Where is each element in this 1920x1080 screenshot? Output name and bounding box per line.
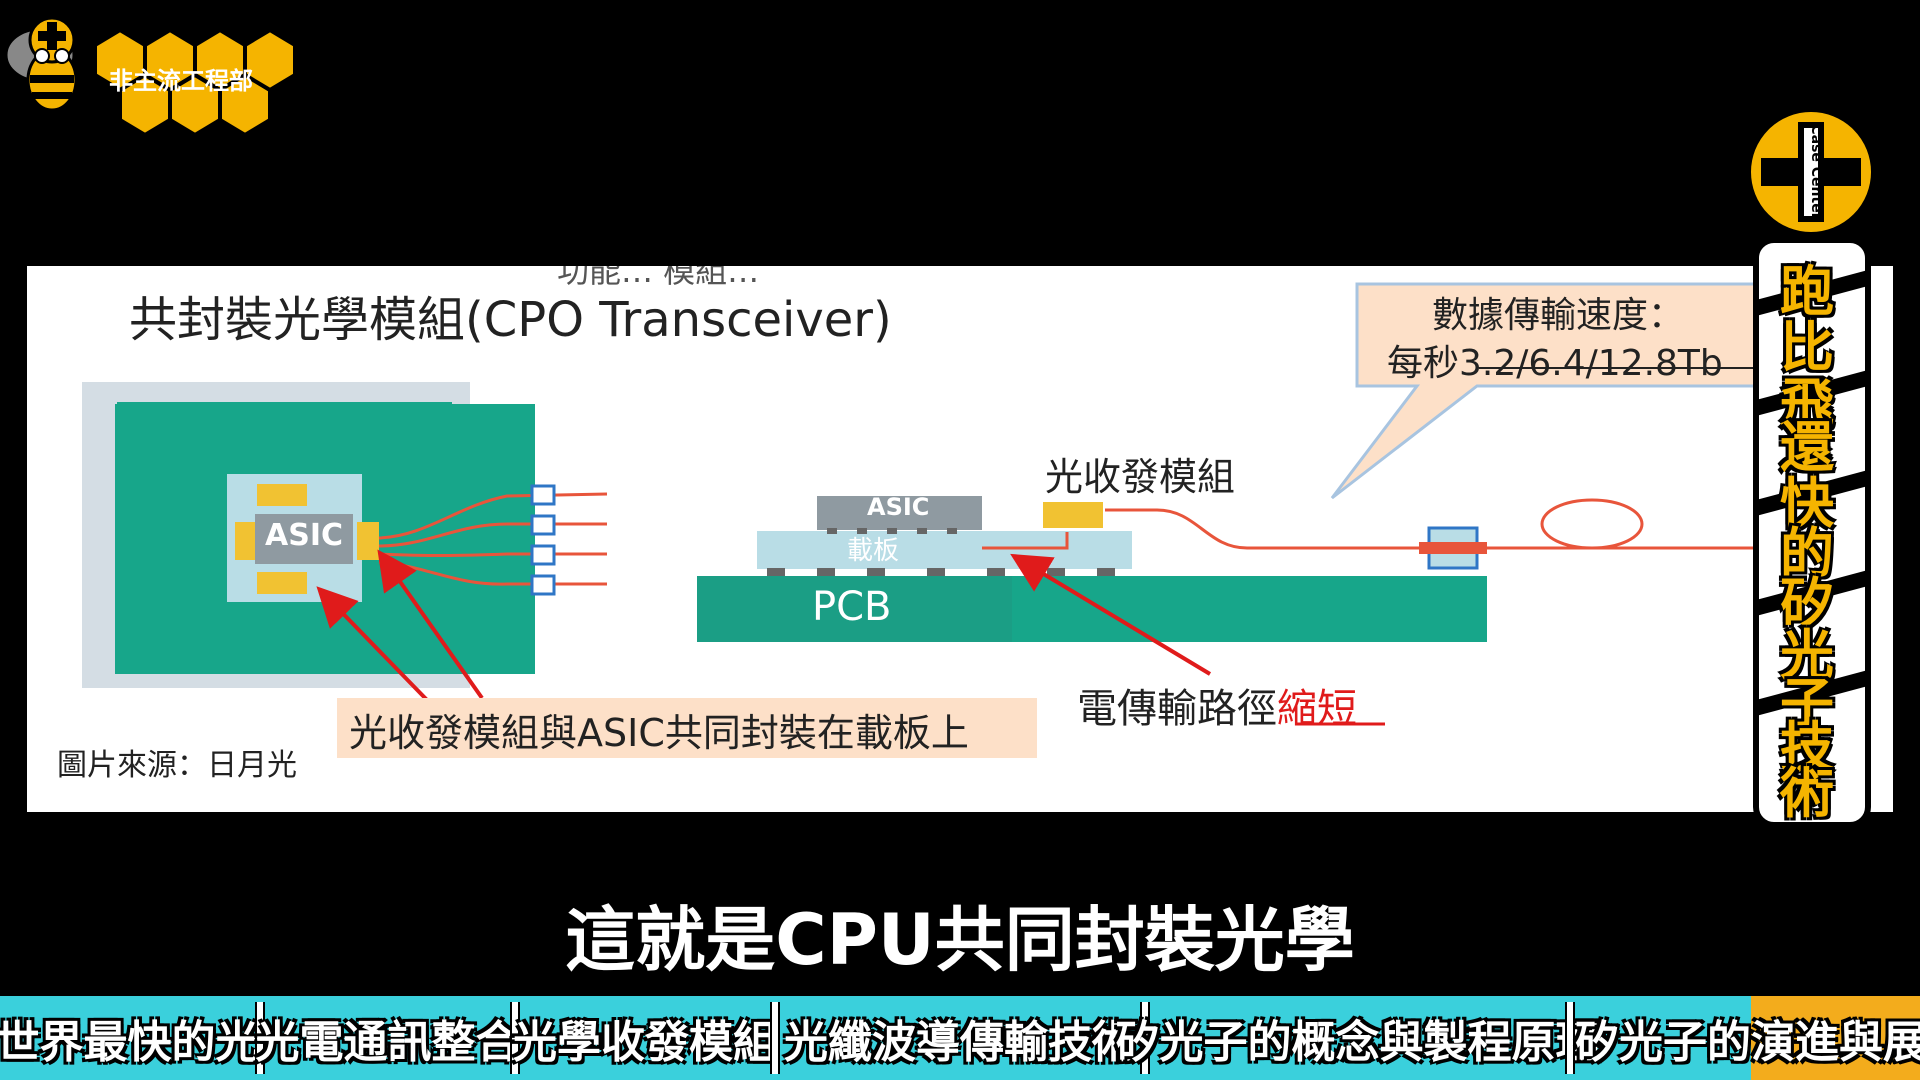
optical-module-block — [1043, 502, 1103, 528]
vertical-title-char: 子 — [1780, 672, 1834, 735]
vertical-title-char: 飛 — [1780, 372, 1834, 435]
channel-logo — [0, 0, 300, 160]
caption-right: 電傳輸路徑縮短 — [1077, 676, 1357, 734]
vertical-title-char: 術 — [1780, 762, 1834, 825]
speed-line1: 數據傳輸速度： — [1432, 295, 1685, 336]
module-label: 光收發模組 — [1045, 455, 1236, 499]
vertical-title-char: 矽 — [1780, 572, 1834, 635]
asic-label-right: ASIC — [867, 493, 930, 521]
substrate-label: 載板 — [847, 536, 900, 566]
channel-name: 非主流工程部 — [109, 67, 253, 95]
asic-label-left: ASIC — [265, 518, 344, 553]
fiber-loop — [1540, 498, 1644, 550]
image-source: 圖片來源：日月光 — [57, 748, 297, 783]
vertical-title-char: 還 — [1780, 416, 1834, 479]
speed-line2: 每秒3.2/6.4/12.8Tb — [1387, 334, 1723, 386]
slide-header-fragment: 功能… 模組… — [557, 266, 760, 290]
chapter-bar: 世界最快的光 光電通訊整合 光學收發模組 光纖波導傳輸技術 矽光子的概念與製程原… — [0, 996, 1920, 1080]
cpo-diagram — [82, 282, 1867, 758]
chapter-highlight-part: 演進與展望 — [1751, 996, 1920, 1080]
vertical-title-char: 比 — [1780, 316, 1834, 379]
asic-block — [817, 496, 982, 530]
vertical-title-char: 光 — [1780, 624, 1834, 687]
bee-logo-icon — [4, 16, 297, 150]
video-subtitle: 這就是CPU共同封裝光學 — [565, 899, 1355, 981]
chapter-item[interactable]: 光電通訊整合 — [255, 1017, 520, 1068]
speed-prefix: 每秒 — [1387, 343, 1460, 384]
asic-die — [255, 514, 353, 564]
chapter-item[interactable]: 光學收發模組 — [513, 1017, 777, 1068]
vertical-title-char: 快 — [1780, 472, 1834, 535]
caption-left: 光收發模組與ASIC共同封裝在載板上 — [349, 711, 969, 755]
chapter-divider — [510, 1002, 520, 1074]
chapter-item-current[interactable]: 矽光子的演進與展望 — [1575, 996, 1920, 1080]
vertical-title-char: 跑 — [1780, 260, 1834, 323]
caption-right-prefix: 電傳輸路徑 — [1077, 686, 1277, 732]
chapter-divider — [1140, 1002, 1150, 1074]
chapter-divider — [770, 1002, 780, 1074]
pcb-label: PCB — [812, 584, 892, 630]
case-center-badge: Case Center — [1747, 108, 1875, 828]
caption-left-bg — [337, 698, 1037, 758]
asic-pad — [235, 522, 257, 560]
slide-panel: 功能… 模組… 共封裝光學模組(CPO Transceiver) — [27, 266, 1893, 812]
asic-pad — [257, 484, 307, 506]
chapter-divider — [1565, 1002, 1575, 1074]
chapter-plain-part: 矽光子的 — [1575, 1017, 1751, 1068]
asic-pad — [257, 572, 307, 594]
speed-value: 3.2/6.4/12.8Tb — [1459, 343, 1723, 384]
caption-right-highlight: 縮短 — [1277, 686, 1357, 732]
chapter-item[interactable]: 世界最快的光 — [0, 1017, 260, 1068]
asic-pad — [357, 522, 379, 560]
substrate-block — [757, 531, 1132, 569]
slide-title: 共封裝光學模組(CPO Transceiver) — [129, 292, 892, 348]
vertical-title-char: 的 — [1780, 522, 1834, 585]
chapter-divider — [255, 1002, 265, 1074]
chapter-item[interactable]: 光纖波導傳輸技術 — [784, 1017, 1136, 1068]
vertical-title-char: 技 — [1780, 716, 1834, 779]
badge-brand: Case Center — [1808, 124, 1824, 219]
chapter-item[interactable]: 矽光子的概念與製程原理 — [1115, 1017, 1600, 1068]
